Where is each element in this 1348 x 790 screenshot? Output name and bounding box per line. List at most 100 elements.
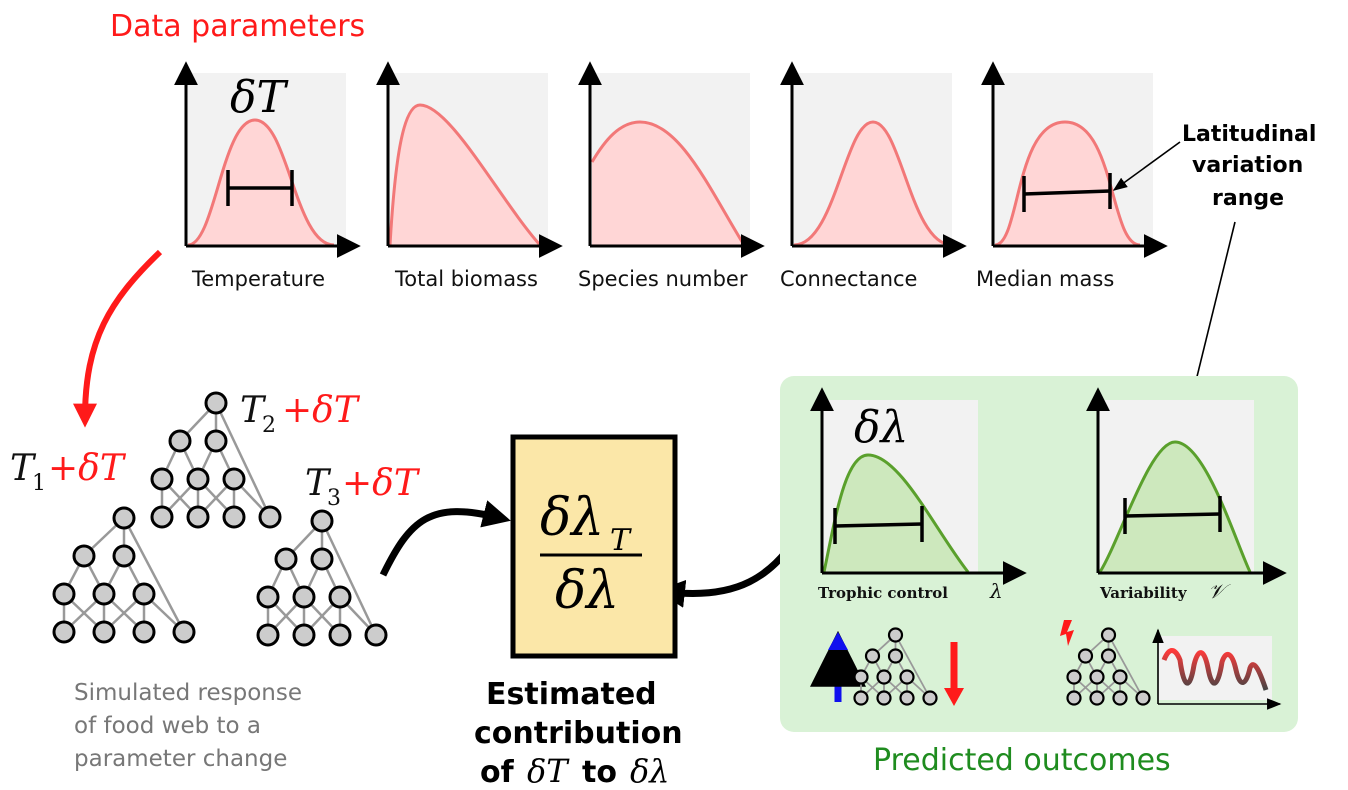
connectance-label: Connectance xyxy=(780,267,917,291)
web-node xyxy=(258,505,282,529)
arrow-webs-to-ratio xyxy=(379,500,511,577)
web-node xyxy=(256,585,280,609)
web-node xyxy=(864,648,881,664)
web-node xyxy=(222,467,246,491)
web-node xyxy=(274,547,298,571)
web-node xyxy=(1089,669,1105,685)
web-node xyxy=(899,669,915,685)
estimated-line3-dl: δλ xyxy=(630,752,670,790)
web-node xyxy=(186,505,210,529)
web-node xyxy=(168,429,192,453)
web-node xyxy=(256,623,280,647)
plot-trophic-control: δλ Trophic control λ xyxy=(810,387,1027,603)
web-node xyxy=(1112,669,1128,685)
web-node xyxy=(310,547,334,571)
web-node xyxy=(853,669,869,685)
web-node xyxy=(222,505,246,529)
t3-base: T xyxy=(305,463,332,504)
plot-species-number: Species number xyxy=(578,61,765,291)
web-node xyxy=(92,620,116,644)
arrow-outcomes-to-ratio xyxy=(656,535,800,608)
web-node xyxy=(92,582,116,606)
web-node xyxy=(1135,690,1151,706)
estimated-line1: Estimated xyxy=(486,677,657,712)
median-mass-label: Median mass xyxy=(976,267,1114,291)
simulated-line3: parameter change xyxy=(74,746,287,772)
small-food-web-trophic xyxy=(853,627,938,706)
latitudinal-line2: variation xyxy=(1192,153,1303,178)
food-webs xyxy=(52,391,388,647)
blue-arrow-head-icon xyxy=(828,632,848,650)
temperature-label: Temperature xyxy=(191,267,325,291)
web-node xyxy=(150,467,174,491)
delta-t-symbol: δT xyxy=(230,72,289,123)
web-node xyxy=(292,585,316,609)
latitudinal-annotation: Latitudinal variation range xyxy=(1112,122,1316,517)
web-node xyxy=(853,690,869,706)
web-node xyxy=(204,391,228,415)
web-node xyxy=(1066,669,1082,685)
web-node xyxy=(132,582,156,606)
simulated-line1: Simulated response xyxy=(74,680,302,706)
plot-total-biomass: Total biomass xyxy=(376,61,563,291)
species-number-label: Species number xyxy=(578,267,748,291)
predicted-outcomes-panel: δλ Trophic control λ Variability 𝒱 xyxy=(780,376,1298,778)
t1-base: T xyxy=(10,448,37,489)
web-node xyxy=(132,620,156,644)
web-node xyxy=(899,690,915,706)
delta-lambda-symbol: δλ xyxy=(854,402,908,453)
food-web-3 xyxy=(256,509,388,647)
web-node xyxy=(150,505,174,529)
t2-delta: +δT xyxy=(282,390,361,431)
estimated-line3-of: of xyxy=(480,755,515,790)
t2-base: T xyxy=(240,390,267,431)
red-curved-arrow xyxy=(73,249,163,428)
web-node xyxy=(1100,627,1117,643)
simulated-line2: of food web to a xyxy=(74,713,261,739)
web-node xyxy=(1089,690,1105,706)
web-node xyxy=(172,620,196,644)
web-node xyxy=(328,623,352,647)
time-series-plot xyxy=(1152,628,1282,710)
web-node xyxy=(876,690,892,706)
ratio-denominator: δλ xyxy=(555,561,619,621)
ratio-numerator: δλ xyxy=(540,488,604,548)
web-node xyxy=(1100,648,1117,664)
ratio-numerator-sub: T xyxy=(610,523,632,558)
web-node xyxy=(292,623,316,647)
web-node xyxy=(328,585,352,609)
latitudinal-line1: Latitudinal xyxy=(1182,122,1316,147)
trophic-lambda-symbol: λ xyxy=(989,579,1003,603)
web-node xyxy=(204,429,228,453)
food-web-1 xyxy=(52,506,196,644)
web-node xyxy=(52,620,76,644)
web-node xyxy=(1077,648,1094,664)
variability-label: Variability xyxy=(1099,584,1188,602)
web-node xyxy=(52,582,76,606)
total-biomass-label: Total biomass xyxy=(394,267,538,291)
predicted-outcomes-title: Predicted outcomes xyxy=(873,743,1171,778)
plot-variability: Variability 𝒱 xyxy=(1086,387,1287,603)
plot-connectance: Connectance xyxy=(780,61,967,291)
ratio-box: δλ T δλ xyxy=(510,434,678,659)
t1-delta: +δT xyxy=(48,448,127,489)
web-node xyxy=(922,690,938,706)
t2-sub: 2 xyxy=(262,413,276,438)
small-food-web-variability xyxy=(1066,627,1151,706)
estimated-caption: Estimated contribution of δT to δλ xyxy=(474,677,683,790)
t3-delta: +δT xyxy=(342,463,421,504)
web-node xyxy=(186,467,210,491)
web-node xyxy=(112,506,136,530)
plot-temperature: δT Temperature xyxy=(174,61,361,291)
web-node xyxy=(1066,690,1082,706)
web-node xyxy=(112,544,136,568)
food-web-2 xyxy=(150,391,282,529)
t1-sub: 1 xyxy=(32,471,46,496)
estimated-line3-dt: δT xyxy=(527,752,570,790)
red-arrow-head-icon xyxy=(944,688,964,706)
plot-median-mass: Median mass xyxy=(976,61,1168,291)
web-node xyxy=(887,627,904,643)
web-node xyxy=(364,623,388,647)
